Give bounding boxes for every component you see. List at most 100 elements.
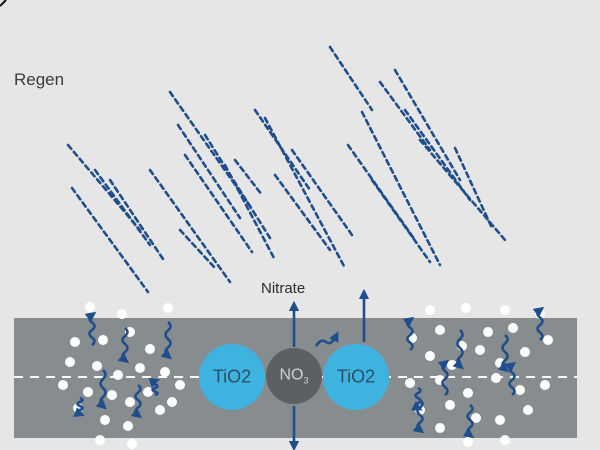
uv-wave-arrow bbox=[84, 311, 97, 347]
particle-dot bbox=[160, 367, 170, 377]
rain-streak bbox=[360, 110, 442, 267]
rain-streak bbox=[233, 158, 264, 197]
particle-dot bbox=[92, 361, 102, 371]
rain-streak bbox=[393, 68, 462, 182]
uv-wave-arrow bbox=[411, 386, 423, 411]
no3-subscript: 3 bbox=[303, 375, 309, 386]
uv-wave-arrow bbox=[504, 361, 517, 397]
rain-streak bbox=[70, 186, 150, 294]
uv-wave-arrow bbox=[402, 316, 415, 352]
no3-circle bbox=[266, 348, 322, 404]
uv-wave-arrow bbox=[532, 306, 545, 342]
rain-streak bbox=[108, 178, 167, 264]
particle-dot bbox=[515, 385, 525, 395]
uv-wave-arrow bbox=[117, 326, 130, 364]
particle-dot bbox=[125, 397, 135, 407]
particle-dot bbox=[83, 387, 93, 397]
rain-streak bbox=[148, 168, 232, 284]
particle-dot bbox=[117, 309, 127, 319]
particle-dot bbox=[508, 323, 518, 333]
particle-dot bbox=[471, 413, 481, 423]
rain-streak bbox=[346, 143, 417, 242]
particle-dot bbox=[491, 373, 501, 383]
particle-dot bbox=[435, 325, 445, 335]
no3-label: NO3 bbox=[279, 366, 308, 385]
particle-dot bbox=[107, 390, 117, 400]
rain-streaks bbox=[66, 45, 507, 294]
particle-dot bbox=[543, 335, 553, 345]
particle-dot bbox=[85, 302, 95, 312]
rain-streak bbox=[418, 138, 507, 242]
particle-dot bbox=[523, 405, 533, 415]
rain-streak bbox=[93, 168, 152, 247]
particle-dot bbox=[98, 335, 108, 345]
uv-wave-arrow bbox=[497, 334, 509, 373]
particle-dot bbox=[100, 415, 110, 425]
tio2-label-right: TiO2 bbox=[336, 366, 376, 387]
particle-dot bbox=[95, 435, 105, 445]
particle-dot bbox=[500, 305, 510, 315]
rain-streak bbox=[183, 153, 254, 254]
uv-wave-arrow bbox=[148, 377, 160, 397]
particle-dot bbox=[540, 380, 550, 390]
particle-dot bbox=[113, 370, 123, 380]
uv-wave-arrow bbox=[452, 329, 464, 370]
uv-wave-arrow bbox=[95, 369, 107, 410]
tio2-label-left: TiO2 bbox=[212, 366, 252, 387]
particle-dot bbox=[425, 305, 435, 315]
tio2-circle-right bbox=[323, 344, 389, 410]
uv-wave-arrow bbox=[130, 383, 143, 419]
rain-streak bbox=[290, 148, 354, 237]
uv-wave-arrow bbox=[462, 403, 475, 439]
particle-dot bbox=[475, 345, 485, 355]
rain-streak bbox=[370, 178, 432, 264]
particle-dot bbox=[163, 303, 173, 313]
particle-dot bbox=[520, 347, 530, 357]
tio2-circle-left bbox=[199, 344, 265, 410]
particle-dot bbox=[155, 405, 165, 415]
rain-streak bbox=[203, 133, 272, 240]
rain-streak bbox=[223, 163, 277, 262]
particle-dot bbox=[127, 439, 137, 449]
particle-dot bbox=[461, 303, 471, 313]
particle-dot bbox=[495, 415, 505, 425]
particle-dot bbox=[58, 380, 68, 390]
rain-streak bbox=[273, 173, 332, 252]
particle-dot bbox=[435, 423, 445, 433]
particle-dot bbox=[65, 357, 75, 367]
particle-dot bbox=[135, 363, 145, 373]
particle-dot bbox=[167, 397, 177, 407]
rain-streak bbox=[178, 228, 217, 270]
rain-streak bbox=[176, 123, 242, 220]
rain-streak bbox=[168, 90, 252, 208]
particle-dot bbox=[145, 344, 155, 354]
rain-streak bbox=[453, 146, 494, 230]
corner-mark bbox=[0, 0, 7, 7]
particle-dot bbox=[425, 351, 435, 361]
particle-dot bbox=[175, 380, 185, 390]
particle-dot bbox=[500, 435, 510, 445]
particle-dot bbox=[70, 337, 80, 347]
rain-streak bbox=[378, 80, 432, 152]
particle-dot bbox=[463, 437, 473, 447]
nitrate-label: Nitrate bbox=[261, 280, 306, 297]
particle-dot bbox=[123, 421, 133, 431]
particle-dot bbox=[483, 327, 493, 337]
uv-wave-arrow bbox=[73, 396, 85, 417]
particle-dot bbox=[463, 388, 473, 398]
rain-streak bbox=[328, 45, 374, 112]
uv-wave-arrows bbox=[73, 306, 545, 439]
particle-dot bbox=[405, 378, 415, 388]
uv-wave-arrow bbox=[437, 359, 450, 397]
rain-streak bbox=[403, 108, 472, 202]
no3-main: NO bbox=[279, 366, 304, 384]
regen-label: Regen bbox=[14, 70, 65, 89]
particle-dot bbox=[445, 400, 455, 410]
rain-streak bbox=[263, 116, 347, 270]
uv-wave-arrow-center bbox=[314, 331, 339, 347]
uv-wave-arrow bbox=[160, 321, 172, 360]
particle-dot bbox=[143, 387, 153, 397]
particle-dot bbox=[447, 360, 457, 370]
